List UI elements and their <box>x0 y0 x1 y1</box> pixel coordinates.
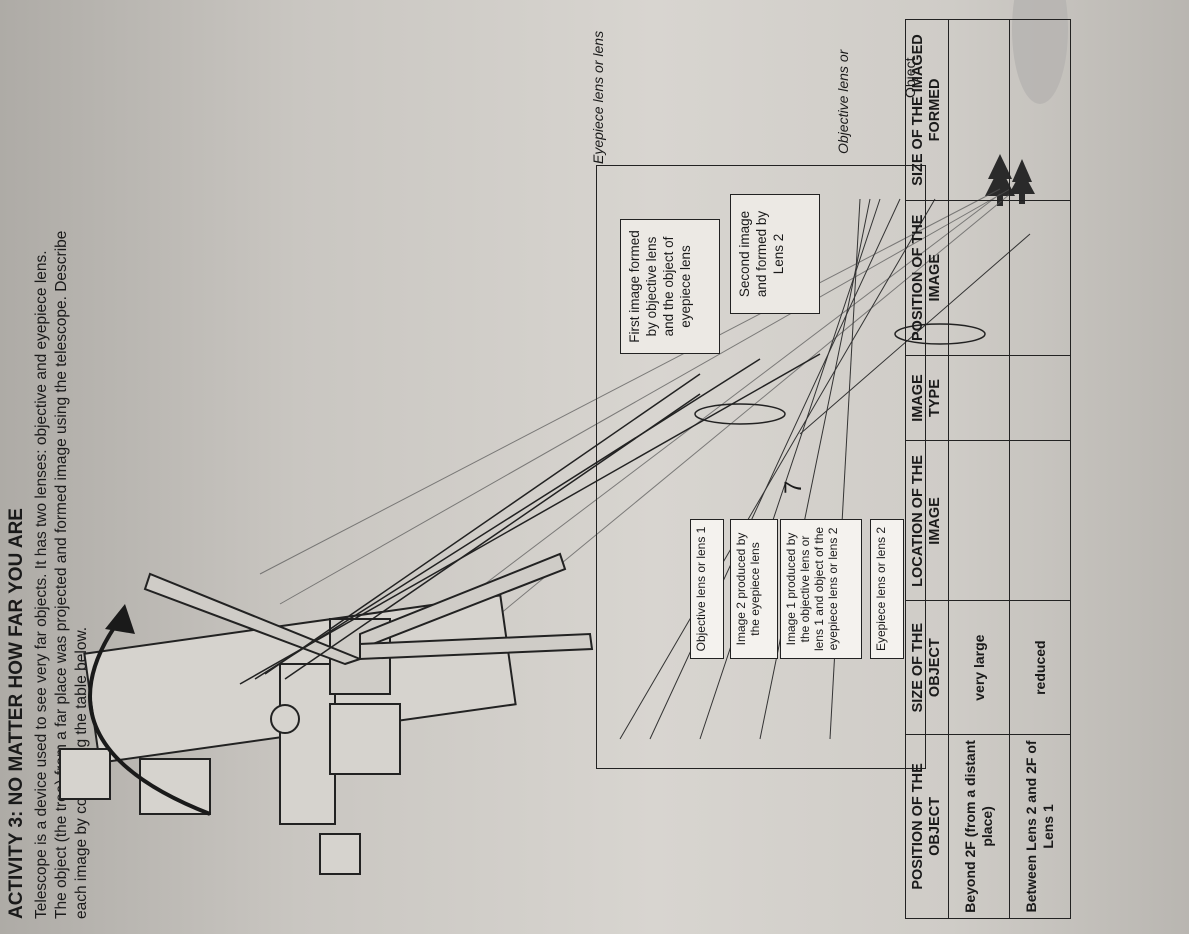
cell-location-image[interactable] <box>1009 441 1071 601</box>
header-position-object: POSITION OF THE OBJECT <box>905 734 949 919</box>
cell-size-object: very large <box>948 600 1010 735</box>
page-number: 7 <box>780 480 807 494</box>
cell-size-image[interactable] <box>948 19 1010 201</box>
cell-size-image[interactable] <box>1009 19 1071 201</box>
header-position-image: POSITION OF THE IMAGE <box>905 200 949 356</box>
cell-position-image[interactable] <box>1009 200 1071 356</box>
cell-position-image[interactable] <box>948 200 1010 356</box>
leader-lines <box>239 353 821 685</box>
eyepiece-lens-label: Eyepiece lens or lens <box>590 30 606 164</box>
cell-position-object: Beyond 2F (from a distant place) <box>948 734 1010 919</box>
objective-lens-label: Objective lens or <box>835 49 851 154</box>
image-table: POSITION OF THE OBJECT SIZE OF THE OBJEC… <box>905 19 1071 919</box>
first-image-callout: First image formed by objective lens and… <box>620 219 720 354</box>
second-image-callout: Second image and formed by Lens 2 <box>730 194 820 314</box>
tree-icon <box>985 154 1035 206</box>
curved-arrow <box>88 617 211 816</box>
object-cloud <box>1012 0 1068 104</box>
table-row: Between Lens 2 and 2F of Lens 1 reduced <box>1009 19 1071 919</box>
cell-location-image[interactable] <box>948 441 1010 601</box>
cell-position-object: Between Lens 2 and 2F of Lens 1 <box>1009 734 1071 919</box>
header-size-image: SIZE OF THE IMAGED FORMED <box>905 19 949 201</box>
table-header-row: POSITION OF THE OBJECT SIZE OF THE OBJEC… <box>905 19 949 919</box>
header-image-type: IMAGE TYPE <box>905 355 949 441</box>
second-image-text: Second image and formed by Lens 2 <box>737 210 786 298</box>
cell-image-type[interactable] <box>1009 355 1071 441</box>
telescope <box>59 594 517 875</box>
objective-lens <box>894 323 986 345</box>
first-image-text: First image formed by objective lens and… <box>627 230 693 343</box>
table-row: Beyond 2F (from a distant place) very la… <box>948 19 1010 919</box>
header-location-image: LOCATION OF THE IMAGE <box>905 441 949 601</box>
eyepiece-lens <box>694 403 786 425</box>
cell-size-object: reduced <box>1009 600 1071 735</box>
header-size-object: SIZE OF THE OBJECT <box>905 600 949 735</box>
cell-image-type[interactable] <box>948 355 1010 441</box>
